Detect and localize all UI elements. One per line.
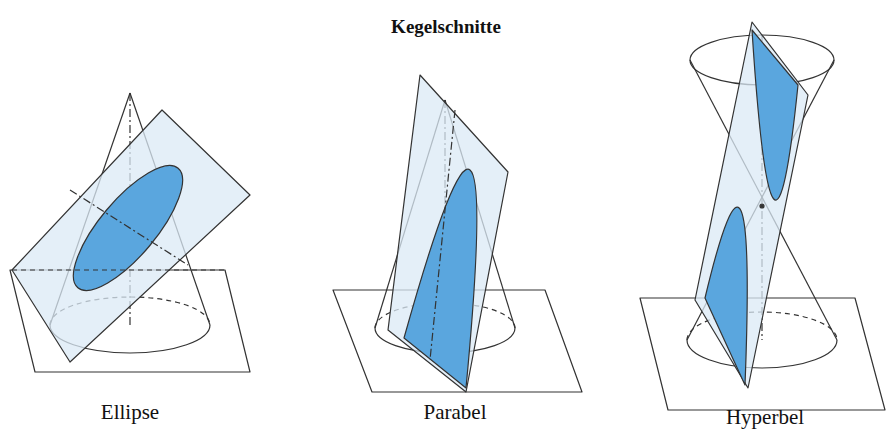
title: Kegelschnitte — [391, 16, 501, 38]
cutting-plane — [12, 110, 250, 362]
hyperbola-branch — [752, 30, 798, 200]
cutting-plane — [388, 75, 508, 392]
hyperbola-branch — [705, 207, 747, 385]
parabola-section — [404, 169, 477, 388]
cone-base — [687, 340, 837, 368]
apex — [760, 204, 764, 208]
cutting-plane — [695, 22, 808, 388]
figure-caption: Parabel — [424, 400, 487, 425]
ellipse-section — [56, 150, 199, 305]
plane-axis — [430, 110, 455, 360]
figure-caption: Hyperbel — [726, 405, 804, 430]
plane-axis — [70, 190, 188, 265]
hidden-line — [12, 269, 225, 270]
figure-caption: Ellipse — [101, 400, 159, 425]
